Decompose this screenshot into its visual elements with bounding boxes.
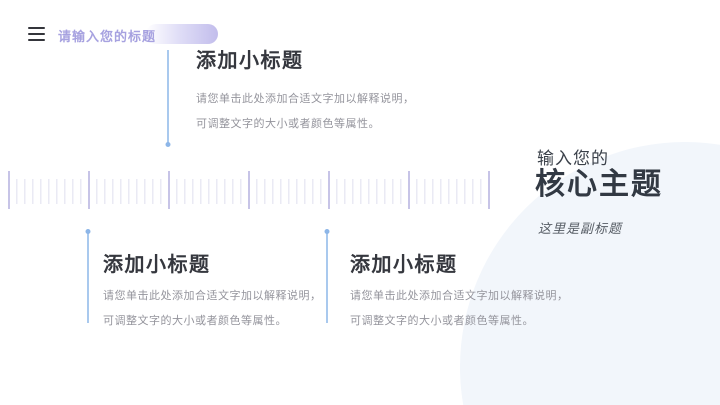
connector-line-bottom-middle [324, 229, 330, 323]
core-theme-title[interactable]: 核心主题 [535, 168, 663, 201]
connector-line-top [165, 50, 171, 147]
section-title-top[interactable]: 添加小标题 [196, 50, 304, 72]
section-body-line: 可调整文字的大小或者颜色等属性。 [103, 315, 287, 327]
section-title-bottom-middle[interactable]: 添加小标题 [350, 254, 458, 276]
section-body-bottom-left[interactable]: 请您单击此处添加合适文字加以解释说明， 可调整文字的大小或者颜色等属性。 [103, 284, 322, 334]
section-title-bottom-left[interactable]: 添加小标题 [103, 254, 211, 276]
hamburger-menu-icon[interactable] [28, 27, 45, 41]
ruler-major-ticks [8, 171, 491, 209]
section-body-line: 可调整文字的大小或者颜色等属性。 [350, 315, 534, 327]
section-body-line: 请您单击此处添加合适文字加以解释说明， [350, 290, 569, 302]
section-body-line: 请您单击此处添加合适文字加以解释说明， [103, 290, 322, 302]
timeline-ruler [8, 171, 491, 209]
section-body-line: 可调整文字的大小或者颜色等属性。 [196, 118, 380, 130]
connector-line-bottom-left [85, 229, 91, 323]
connector-dot-icon [324, 229, 330, 234]
header-highlight-pill [146, 24, 218, 44]
slide-title-placeholder[interactable]: 请输入您的标题 [58, 29, 157, 44]
section-body-line: 请您单击此处添加合适文字加以解释说明， [196, 93, 415, 105]
section-body-top[interactable]: 请您单击此处添加合适文字加以解释说明， 可调整文字的大小或者颜色等属性。 [196, 87, 415, 137]
connector-dot-icon [85, 229, 91, 234]
core-theme-eyebrow[interactable]: 输入您的 [537, 149, 609, 168]
connector-dot-icon [165, 142, 171, 147]
section-body-bottom-middle[interactable]: 请您单击此处添加合适文字加以解释说明， 可调整文字的大小或者颜色等属性。 [350, 284, 569, 334]
core-theme-subtitle[interactable]: 这里是副标题 [538, 221, 623, 236]
